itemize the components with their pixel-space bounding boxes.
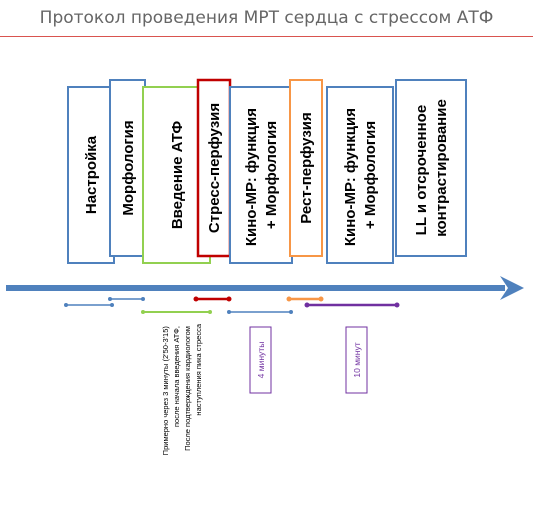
timeline-arrow-head [500, 276, 524, 300]
segment-morphology [108, 297, 145, 301]
timeline-arrow [6, 276, 524, 300]
stage-cine-2-line1: Кино-МР: функция [342, 108, 359, 246]
stage-cine-2-label: Кино-МР: функция + Морфология [342, 104, 379, 246]
stage-setup-label: Настройка [83, 135, 100, 214]
stage-late-enhancement: LL и отсроченное контрастирование [395, 79, 467, 257]
stage-atp-label: Введение АТФ [169, 121, 186, 230]
segment-setup-dot-start [64, 303, 68, 307]
segment-atp [141, 310, 212, 314]
segment-setup-dot-end [110, 303, 114, 307]
segment-atp-dot-start [141, 310, 145, 314]
segment-morphology-dot-end [141, 297, 145, 301]
stage-cine-1-box [229, 86, 293, 264]
stage-late-box [395, 79, 467, 257]
segment-cine-1-dot-start [227, 310, 231, 314]
segment-setup [64, 303, 114, 307]
segment-stress-dot-start [193, 296, 199, 302]
stage-late-line1: LL и отсроченное [413, 105, 430, 236]
segment-stress [193, 296, 232, 302]
segment-interval-10-dot-start [304, 302, 310, 308]
stage-rest-label: Рест-перфузия [298, 112, 315, 224]
stage-rest-box [289, 79, 323, 257]
interval-4-min-box [249, 326, 272, 394]
segment-atp-dot-end [208, 310, 212, 314]
stage-rest-perfusion: Рест-перфузия [289, 79, 323, 257]
segment-rest [286, 296, 324, 302]
segment-morphology-dot-start [108, 297, 112, 301]
stress-timing-note-line4: наступления пика стресса [194, 323, 203, 415]
interval-10-min-label: 10 минут [352, 342, 362, 377]
stage-late-line2: контрастирование [433, 99, 450, 237]
stage-morphology: Морфология [109, 79, 146, 257]
segment-rest-dot-start [286, 296, 292, 302]
stage-cine-2-box [326, 86, 394, 264]
stress-timing-note: Примерно через 3 минуты (2'50-3'15) посл… [161, 323, 203, 455]
stage-stress-perfusion: Стресс-перфузия [196, 78, 232, 258]
stage-cine-2: Кино-МР: функция + Морфология [326, 86, 394, 264]
stress-timing-note-line2: после начала введения АТФ, [172, 326, 181, 427]
stage-stress-label: Стресс-перфузия [206, 103, 223, 233]
stage-cine-1-line1: Кино-МР: функция [243, 108, 260, 246]
segment-stress-dot-end [226, 296, 232, 302]
segment-cine-1 [227, 310, 293, 314]
stage-cine-1-line2: + Морфология [263, 121, 280, 229]
stage-morphology-label: Морфология [120, 120, 137, 215]
interval-4-min-label: 4 минуты [256, 342, 266, 379]
stress-timing-note-line3: После подтверждения кардиологом [183, 326, 192, 451]
stress-timing-note-line1: Примерно через 3 минуты (2'50-3'15) [161, 326, 170, 456]
interval-10-min: 10 минут [345, 326, 368, 394]
segment-interval-10 [304, 302, 400, 308]
stage-cine-1: Кино-МР: функция + Морфология [229, 86, 293, 264]
stage-setup: Настройка [67, 86, 115, 264]
segment-cine-1-dot-end [289, 310, 293, 314]
stage-late-label: LL и отсроченное контрастирование [413, 99, 450, 237]
interval-10-min-box [345, 326, 368, 394]
segment-interval-10-dot-end [394, 302, 400, 308]
interval-4-min: 4 минуты [249, 326, 272, 394]
page-title: Протокол проведения МРТ сердца с стрессо… [39, 8, 494, 28]
title-underline [0, 36, 533, 37]
stage-cine-2-line2: + Морфология [362, 121, 379, 229]
stage-cine-1-label: Кино-МР: функция + Морфология [243, 104, 280, 246]
segment-rest-dot-end [318, 296, 324, 302]
